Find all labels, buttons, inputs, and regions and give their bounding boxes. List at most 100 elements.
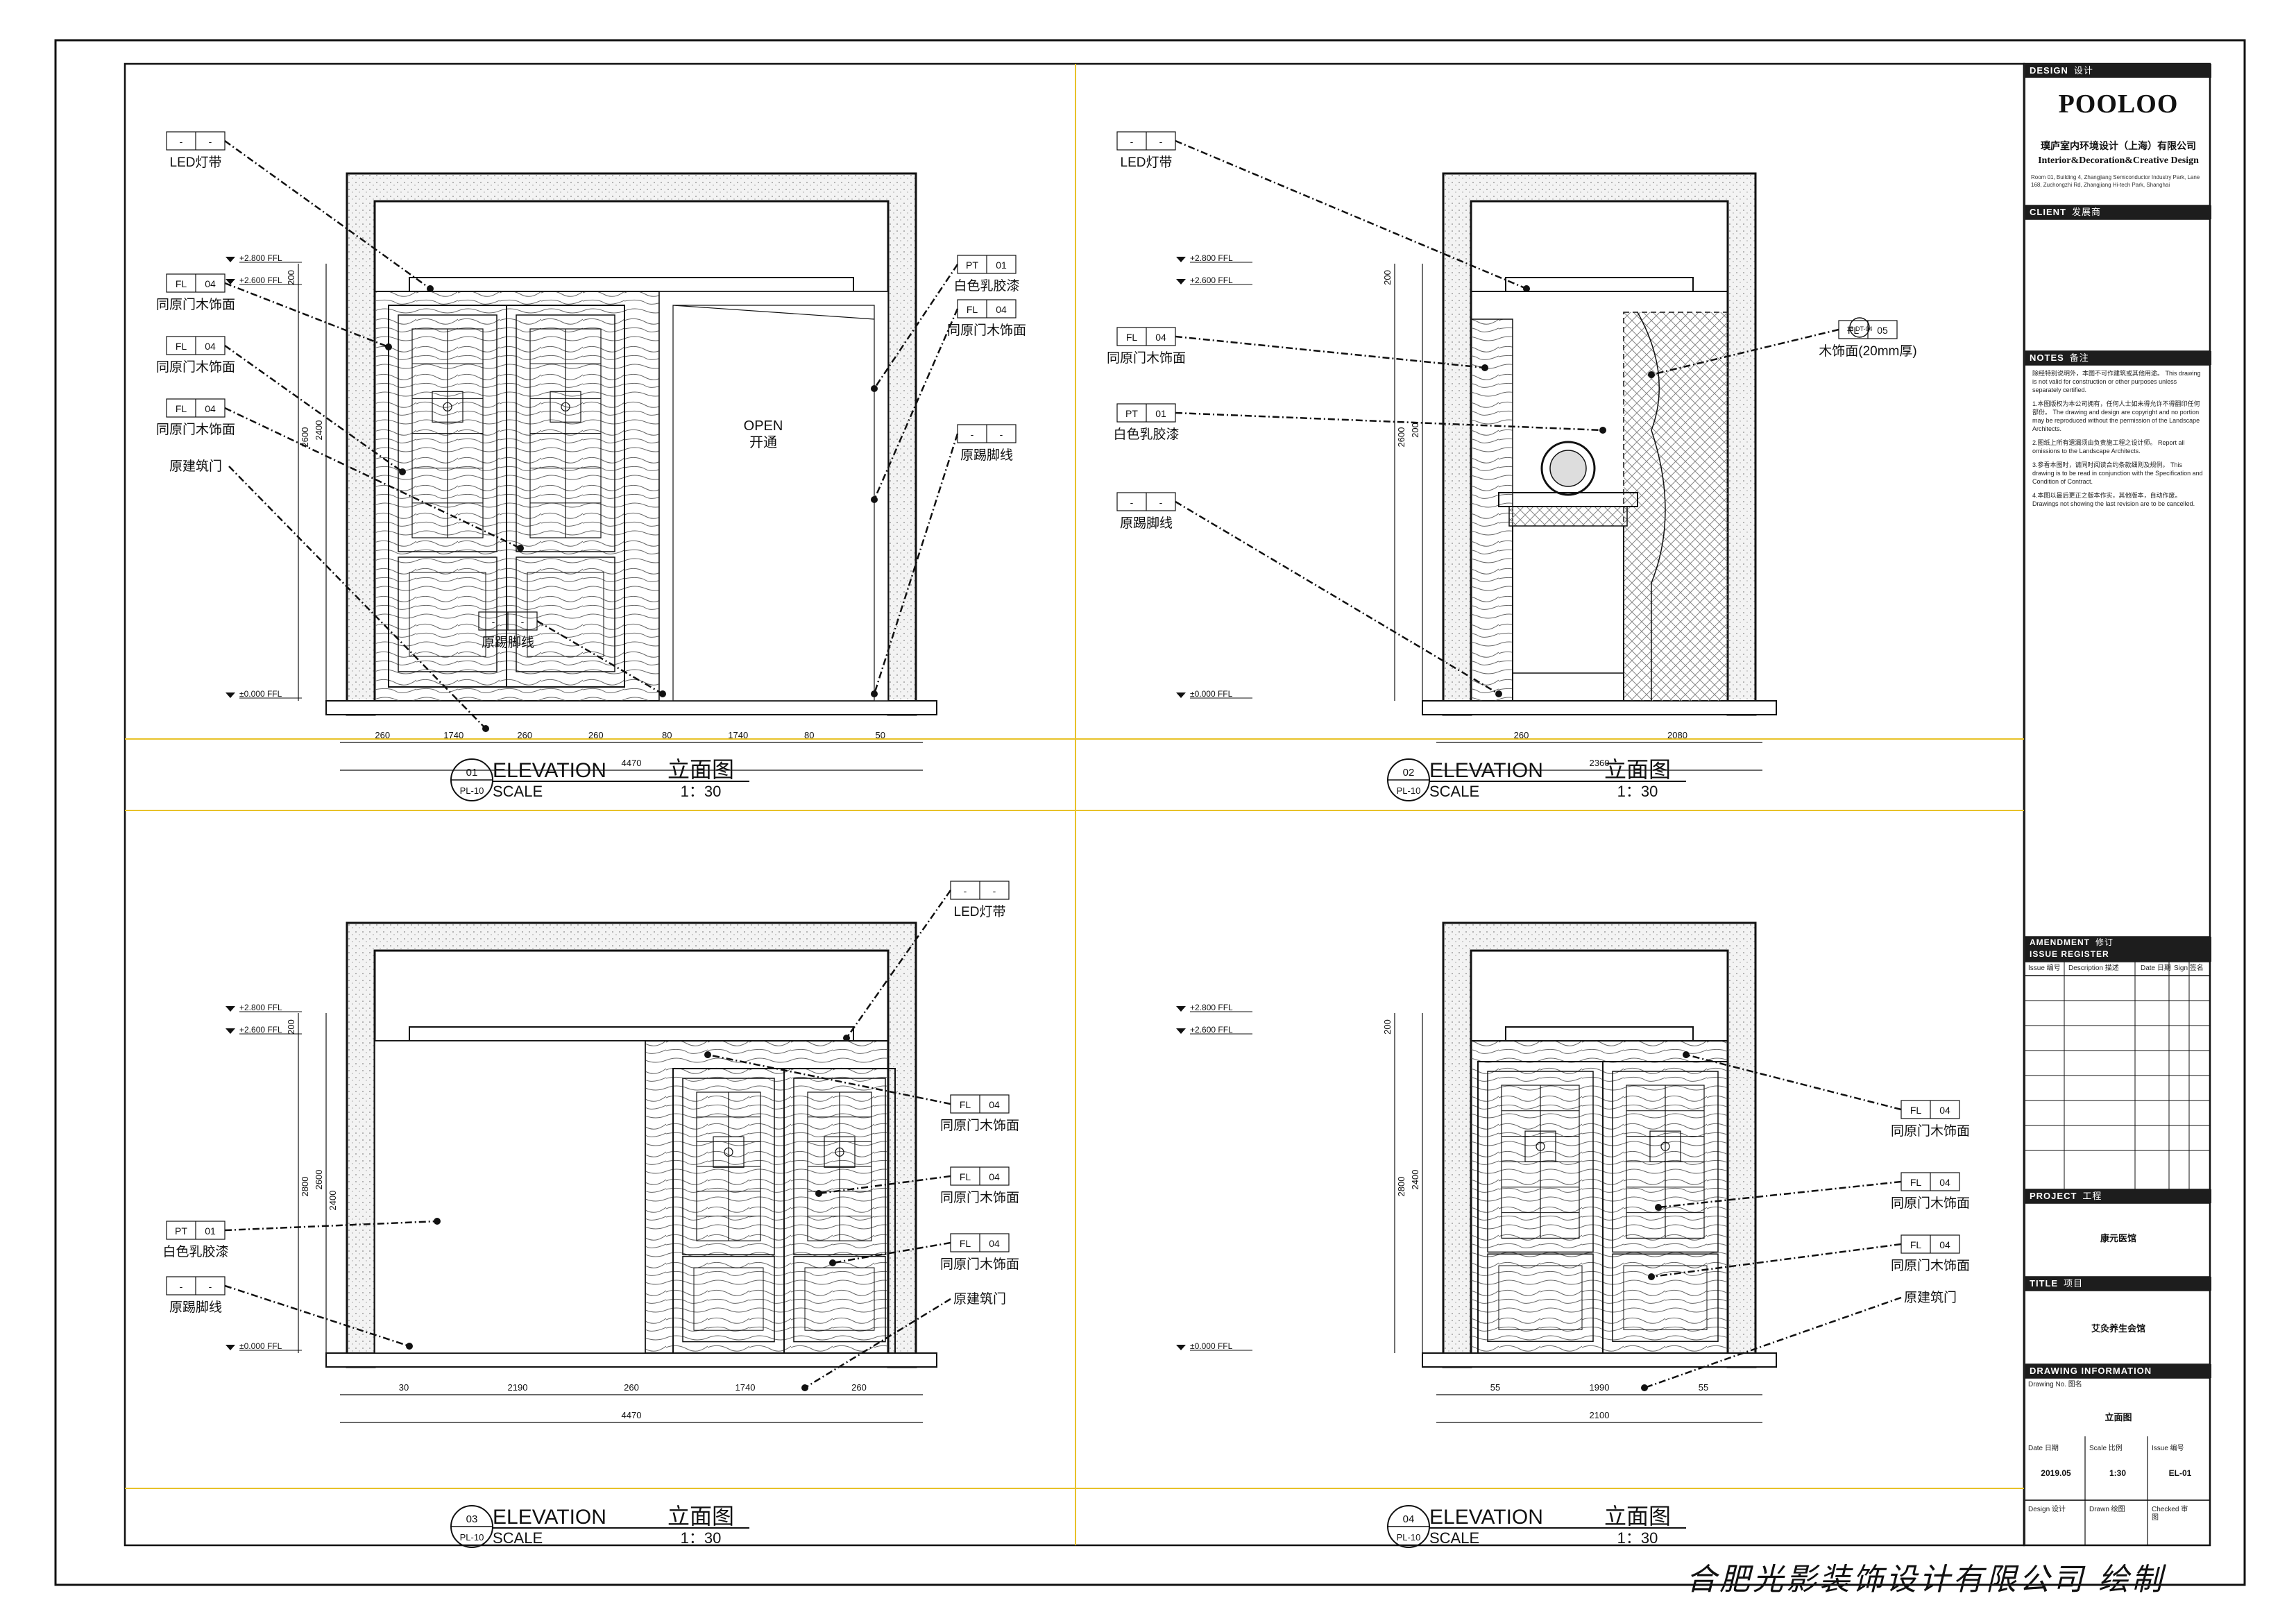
leader-line	[1175, 139, 1527, 290]
leader-arrow	[843, 1035, 850, 1042]
material-tag-num: 04	[1939, 1177, 1950, 1188]
leader-line	[228, 466, 486, 729]
material-tag-text: 同原门木饰面	[947, 323, 1026, 338]
material-tag-code: FL	[1910, 1239, 1922, 1250]
floor-slab	[325, 1352, 937, 1368]
open-area	[658, 291, 889, 702]
material-tag-code: PT	[1125, 408, 1138, 419]
level-label: +2.800 FFL	[1190, 1003, 1233, 1012]
company-name-cn: 璞庐室内环境设计（上海）有限公司	[2041, 140, 2196, 151]
level-label: ±0.000 FFL	[1190, 1341, 1233, 1351]
title-scale: 1：30	[681, 1529, 722, 1547]
dim-text-h: 2190	[508, 1382, 528, 1393]
dim-text-h: 260	[624, 1382, 639, 1393]
material-tag-num: -	[993, 885, 996, 897]
title-cn: 立面图	[667, 757, 734, 782]
leader-arrow	[1655, 1204, 1662, 1211]
material-tag-text: 同原门木饰面	[1891, 1123, 1970, 1139]
screen-edge	[1637, 312, 1666, 701]
door-lattice-frame	[682, 1078, 775, 1255]
level-label: +2.600 FFL	[1190, 275, 1233, 285]
table-apron	[1508, 506, 1628, 527]
level-marker	[1176, 1006, 1186, 1012]
led-strip	[409, 277, 854, 292]
lattice-door	[506, 305, 625, 688]
elevation-02: 13 DT-04+2.800 FFL+2.600 FFL±0.000 FFL20…	[1107, 131, 1917, 801]
dim-text-v: 200	[1410, 423, 1420, 438]
dim-text-v: 200	[1382, 1019, 1393, 1035]
leader-arrow	[385, 343, 392, 350]
lattice-square	[432, 391, 464, 423]
door-lower-inset	[693, 1267, 764, 1331]
door-lower-inset	[527, 572, 604, 657]
material-tag-text: 木饰面(20mm厚)	[1819, 343, 1916, 359]
leader-arrow	[871, 690, 878, 697]
note-item: 3.参看本图时，请同时阅读合约条款细则及规例。 This drawing is …	[2032, 461, 2203, 485]
material-tag-num: 04	[1939, 1239, 1950, 1250]
dim-text-h: 260	[588, 730, 604, 740]
door-lower-inset	[804, 1267, 875, 1331]
info-header: DRAWING INFORMATION	[2025, 1364, 2211, 1378]
leader-line	[224, 1220, 438, 1232]
level-marker	[1176, 257, 1186, 262]
material-tag-text: 同原门木饰面	[940, 1118, 1019, 1133]
material-tag-code: FL	[1910, 1105, 1922, 1116]
decor-plate-inner	[1549, 450, 1587, 487]
leader-line	[536, 620, 663, 695]
level-marker	[226, 279, 235, 284]
door-lattice-frame	[1487, 1071, 1594, 1253]
dim-text-v: 2800	[1396, 1177, 1406, 1197]
lattice-door	[1602, 1061, 1728, 1354]
dim-text-v: 2400	[314, 420, 324, 441]
open-label-cn: 开通	[749, 434, 777, 450]
material-tag-text: 原踢脚线	[1120, 516, 1173, 531]
material-tag-text: 同原门木饰面	[940, 1257, 1019, 1272]
floor-slab	[325, 700, 937, 715]
material-tag-num: 04	[989, 1099, 1000, 1110]
title-number: 02	[1403, 767, 1415, 779]
title-en: ELEVATION	[493, 1506, 606, 1529]
material-tag-num: 04	[205, 341, 216, 352]
dim-total: 4470	[622, 758, 642, 768]
dim-text-h: 1740	[443, 730, 464, 740]
material-tag-num: -	[521, 616, 525, 627]
dim-text-v: 2600	[1396, 427, 1406, 448]
material-tag-code: FL	[1126, 332, 1138, 343]
lattice-square	[1524, 1130, 1556, 1162]
door-lower-panel	[682, 1255, 775, 1343]
material-tag-code: FL	[1910, 1177, 1922, 1188]
level-label: +2.600 FFL	[239, 275, 282, 285]
material-tag-text: 白色乳胶漆	[1113, 427, 1179, 442]
issue-label: Issue 编号	[2152, 1445, 2184, 1452]
material-tag-code: -	[1130, 497, 1134, 508]
desc-col: Description 描述	[2068, 965, 2119, 972]
material-tag-text: 原建筑门	[953, 1291, 1006, 1307]
level-marker	[1176, 692, 1186, 698]
lattice-knob	[561, 402, 570, 411]
material-tag-code: -	[964, 885, 967, 897]
material-tag-num: -	[1000, 429, 1003, 440]
material-tag-text: 同原门木饰面	[1891, 1196, 1970, 1211]
title-scale-label: SCALE	[493, 1529, 543, 1547]
level-label: ±0.000 FFL	[1190, 689, 1233, 699]
door-lower-panel	[1487, 1253, 1594, 1342]
door-lower-inset	[1498, 1265, 1583, 1330]
leader-arrow	[704, 1051, 711, 1058]
leader-line	[224, 344, 403, 473]
date-label: Date 日期	[2028, 1445, 2059, 1452]
door-lower-panel	[516, 556, 615, 672]
leader-line	[1658, 1180, 1902, 1209]
material-tag-text: 原踢脚线	[169, 1300, 222, 1315]
leader-arrow	[1683, 1051, 1690, 1058]
material-tag-num: 05	[1877, 325, 1888, 336]
dim-text-v: 2600	[314, 1170, 324, 1190]
outer-border	[54, 39, 2246, 1586]
leader-line	[1175, 335, 1486, 369]
leader-line	[1651, 328, 1839, 376]
note-item: 1.本图版权为本公司拥有，任何人士如未得允许不得翻印任何部份。 The draw…	[2032, 400, 2200, 432]
